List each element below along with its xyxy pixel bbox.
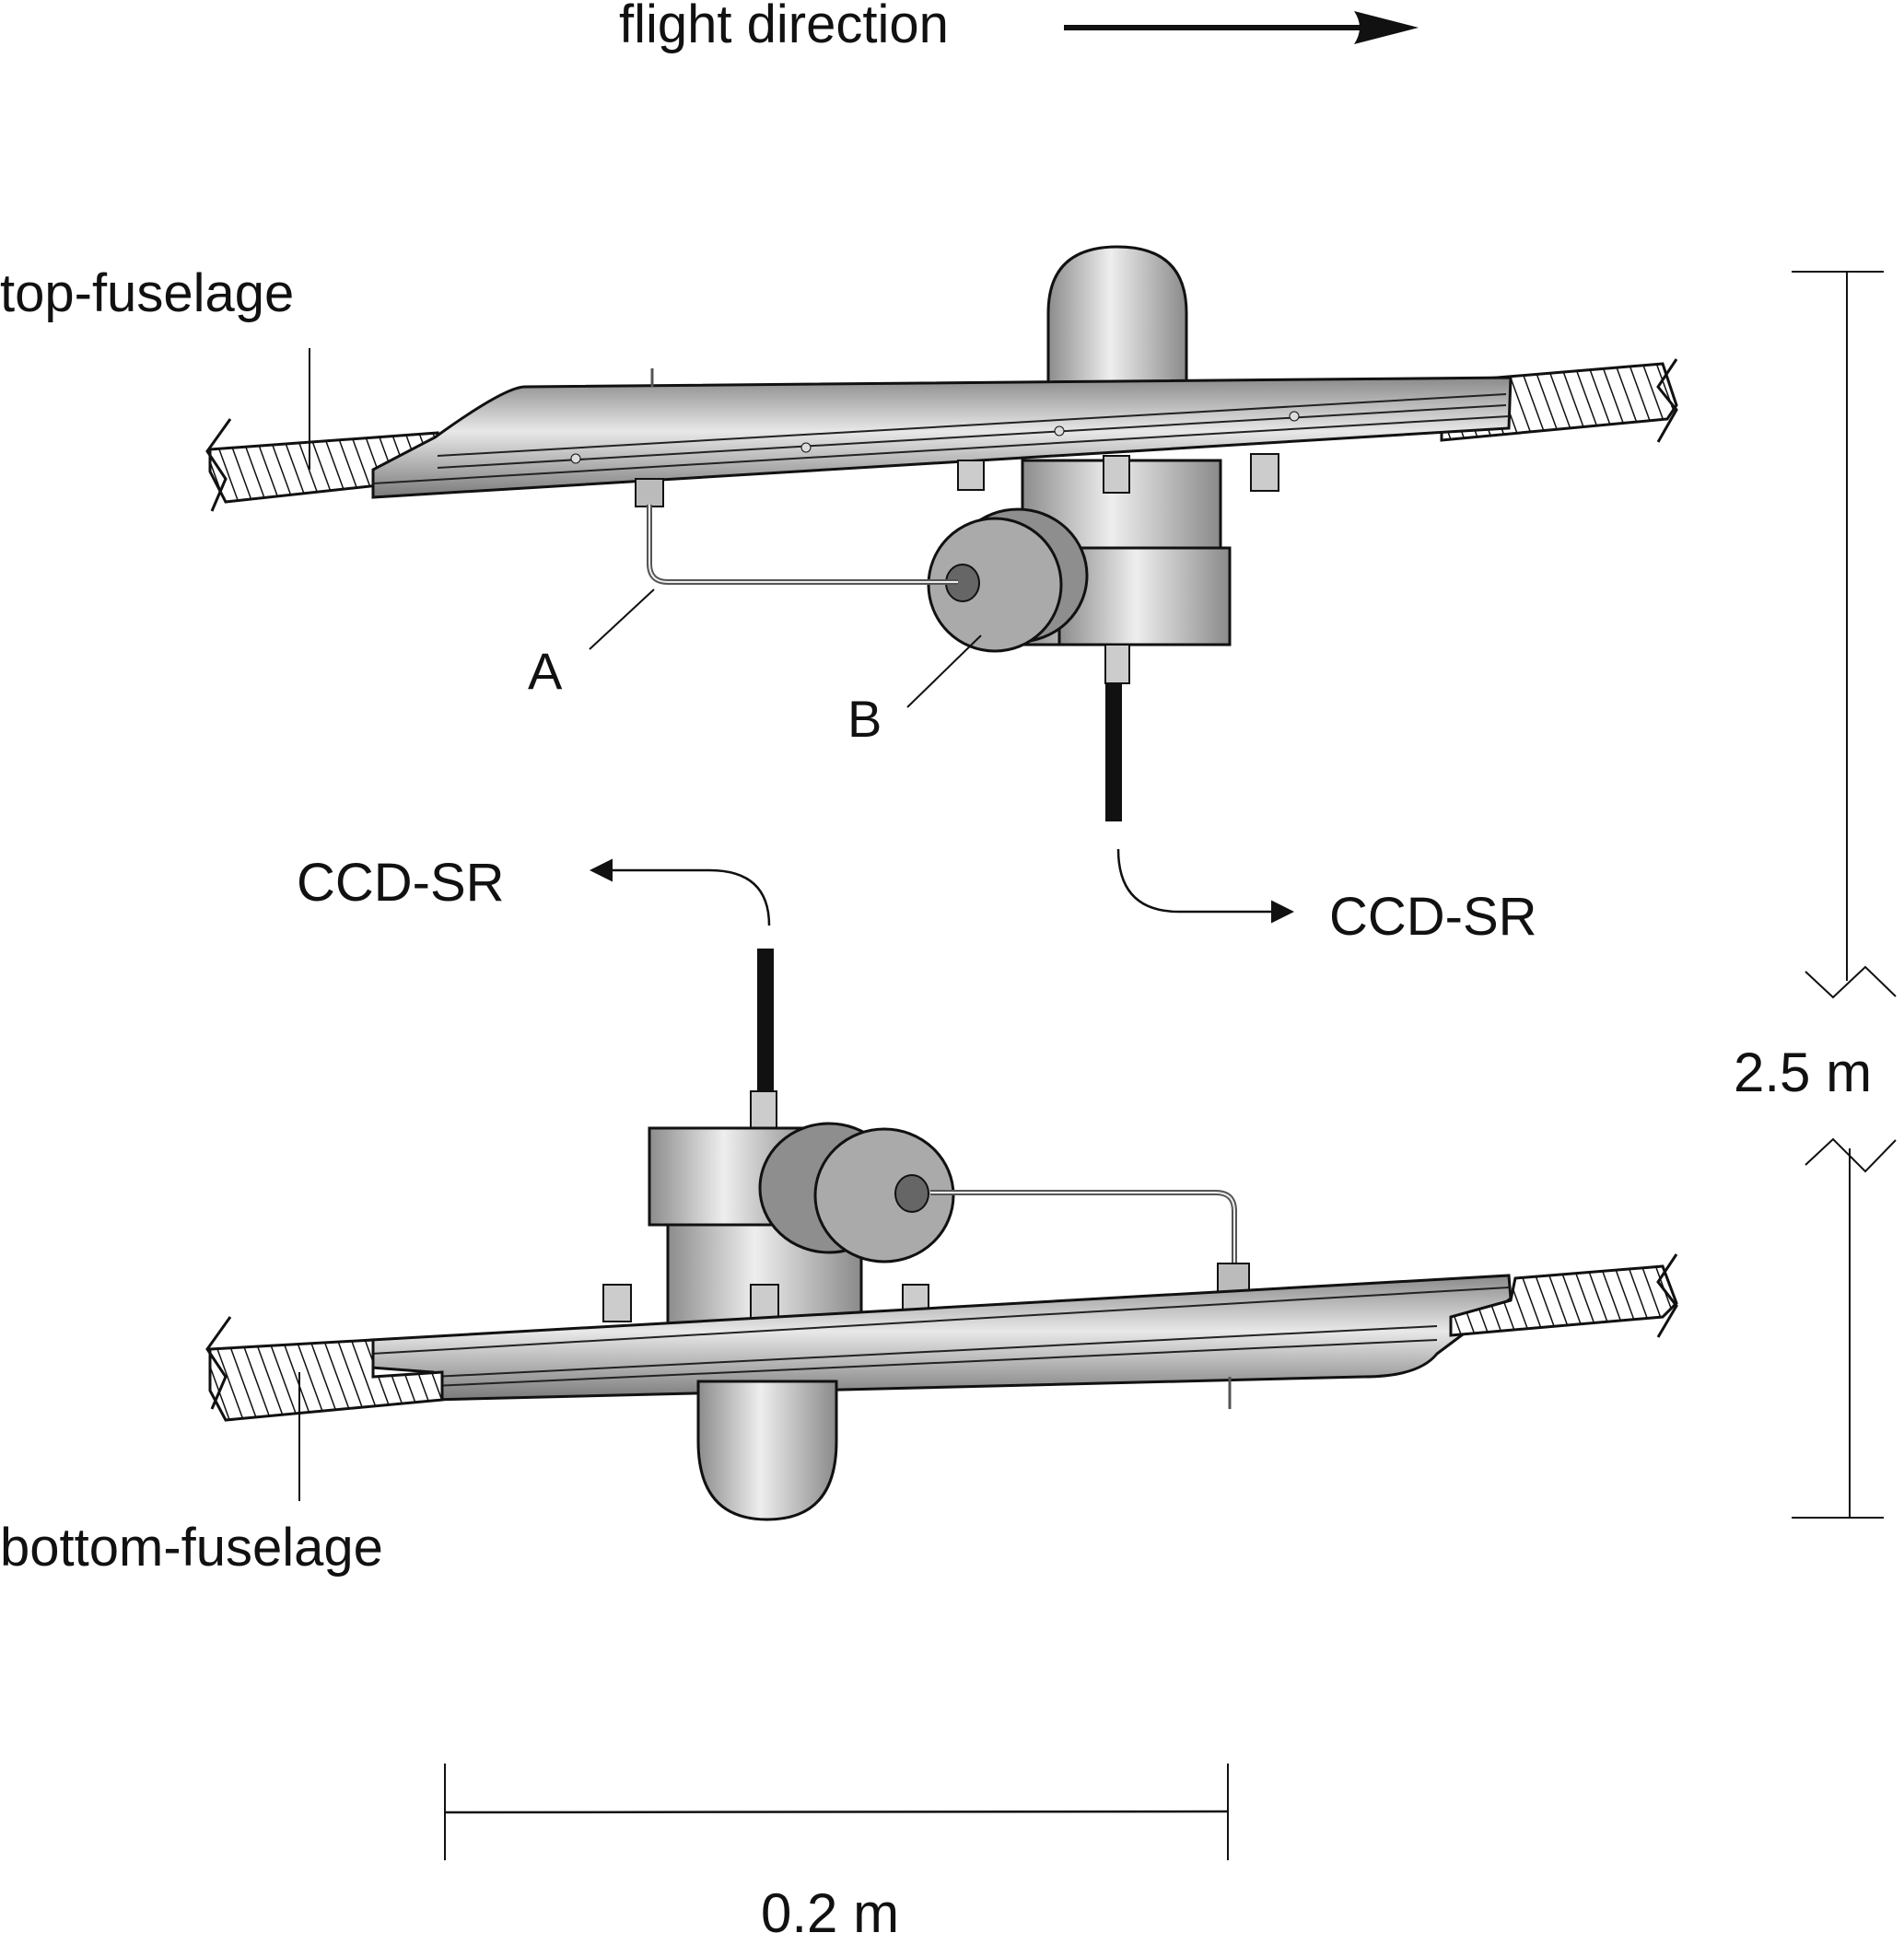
vertical-dimension [1792,271,1897,1519]
ccd-sr-left-label: CCD-SR [297,853,505,913]
bottom-antenna-dome [696,1380,838,1521]
top-cable [1105,683,1122,821]
label-a: A [528,642,563,700]
wire-a [647,505,958,585]
ccd-sr-right-label: CCD-SR [1329,887,1537,947]
bottom-cable [757,949,774,1091]
flight-direction-arrow-icon [1064,11,1419,44]
top-assembly [205,245,1678,821]
ccd-sr-left-arrow-icon [590,858,771,926]
top-antenna-dome [1046,245,1188,389]
bottom-fuselage-left-section [208,1338,444,1422]
vertical-dimension-label: 2.5 m [1734,1042,1872,1103]
bottom-fuselage-label: bottom-fuselage [0,1518,383,1578]
label-a-leader [589,588,655,650]
flight-direction-label: flight direction [619,0,949,54]
horizontal-dimension-label: 0.2 m [761,1882,899,1933]
horizontal-scale-bar [444,1764,1229,1860]
label-b-leader [906,635,982,708]
bottom-wire [930,1190,1237,1275]
top-bolts [635,453,1279,507]
label-b: B [847,690,882,748]
ccd-sr-right-arrow-icon [1116,848,1294,924]
bottom-mounting-plate [369,1274,1513,1402]
bottom-assembly [205,949,1678,1521]
bottom-bolts [602,1263,1250,1322]
top-fuselage-label: top-fuselage [0,263,294,323]
